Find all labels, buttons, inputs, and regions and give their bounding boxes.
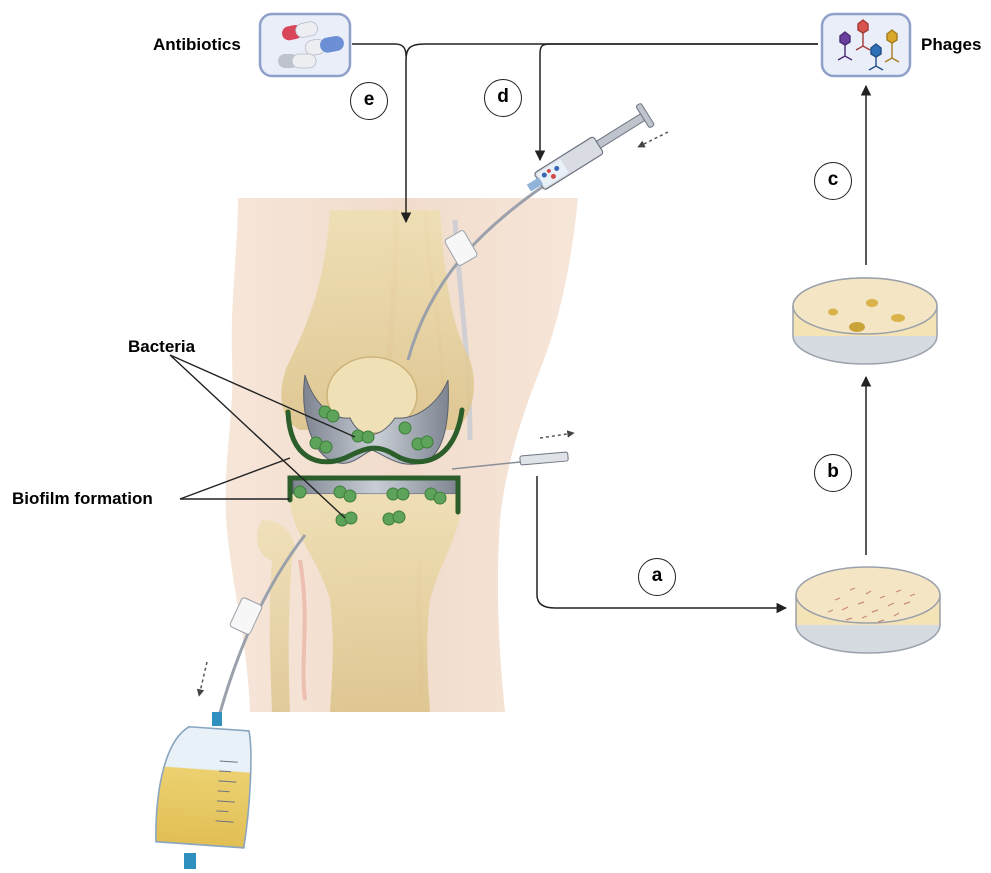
phages-label: Phages: [921, 35, 981, 55]
step-c-marker: c: [814, 162, 852, 200]
step-d-marker: d: [484, 79, 522, 117]
step-b-marker: b: [814, 454, 852, 492]
capsules-icon: [260, 14, 350, 76]
biofilm-formation-label: Biofilm formation: [12, 489, 153, 509]
petri-dish-colonies-icon: [796, 567, 940, 653]
knee-leg: [226, 198, 578, 712]
step-e-marker: e: [350, 82, 388, 120]
bacteriophages-icon: [822, 14, 910, 76]
antibiotics-label: Antibiotics: [153, 35, 241, 55]
arrow-phages-d: [540, 44, 818, 160]
arrow-antibiotics-e: [352, 44, 406, 56]
bacteria-label: Bacteria: [128, 337, 195, 357]
petri-dish-plaques-icon: [793, 278, 937, 364]
step-a-marker: a: [638, 558, 676, 596]
